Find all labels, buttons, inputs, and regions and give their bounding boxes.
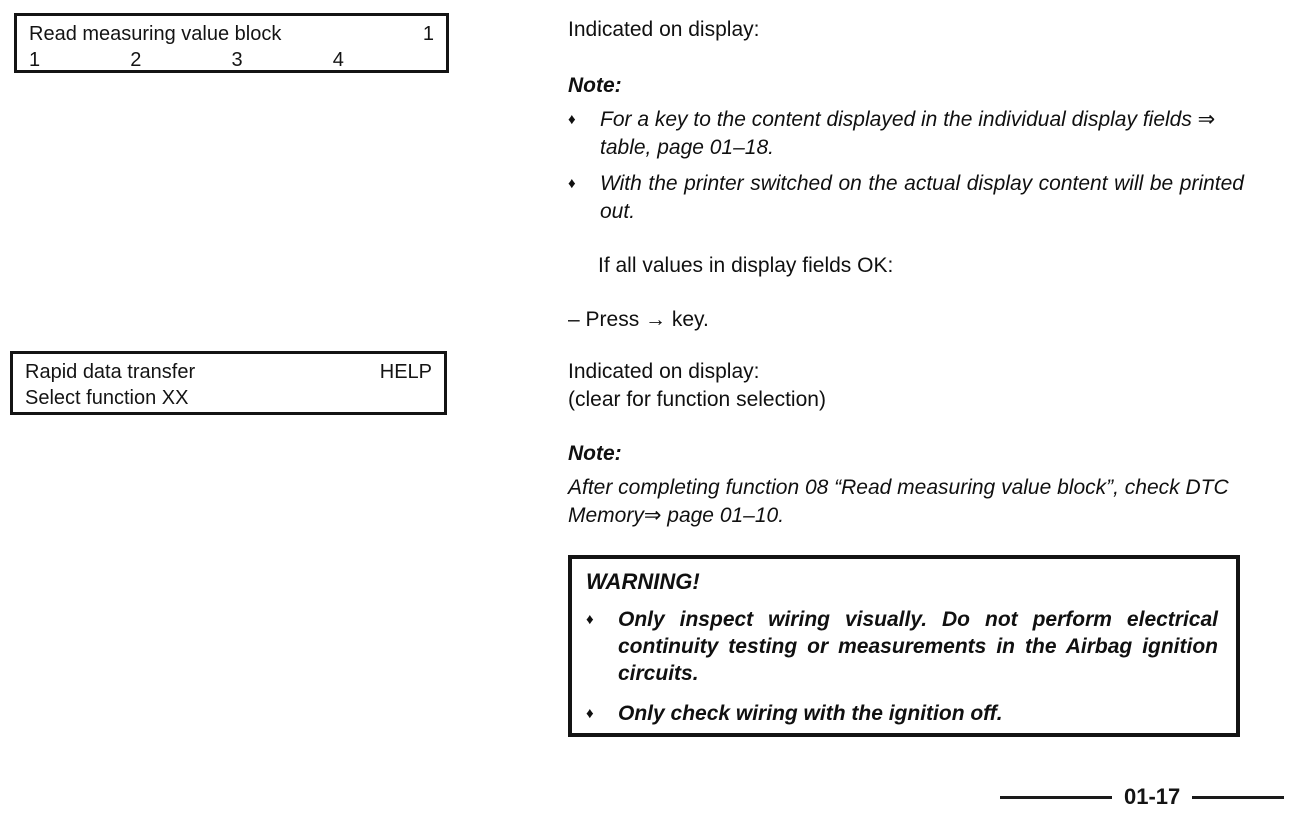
display-box1-fields: 1 2 3 4: [29, 47, 434, 73]
diamond-bullet-icon: ♦: [586, 611, 594, 628]
warning-bullet-2: ♦ Only check wiring with the ignition of…: [586, 700, 1222, 728]
display-field-2: 2: [130, 49, 142, 71]
display-field-4: 4: [332, 49, 344, 71]
page-number: 01-17: [1124, 784, 1181, 809]
note1-bullet-2-text: With the printer switched on the actual …: [600, 172, 1244, 223]
warning-bullet-1-text: Only inspect wiring visually. Do not per…: [618, 608, 1218, 685]
note2-text: After completing function 08 “Read measu…: [568, 476, 1229, 527]
note1-bullet-1: ♦ For a key to the content displayed in …: [568, 106, 1236, 162]
footer-rule-right: [1192, 795, 1285, 799]
note-label-1: Note:: [568, 74, 622, 97]
display-box2-row1: Rapid data transfer HELP: [25, 359, 432, 385]
indicated-on-display-2: Indicated on display: (clear for functio…: [568, 358, 1244, 414]
display-field-3: 3: [231, 49, 243, 71]
press-key-step: – Press → key.: [568, 308, 709, 331]
warning-bullet-1: ♦ Only inspect wiring visually. Do not p…: [586, 606, 1222, 687]
diamond-bullet-icon: ♦: [586, 705, 594, 722]
note-label-2: Note:: [568, 442, 622, 465]
display-box2-title: Rapid data transfer: [25, 361, 196, 383]
display-box2-help: HELP: [379, 361, 432, 383]
diamond-bullet-icon: ♦: [568, 111, 576, 128]
page-footer: 01-17: [1000, 784, 1285, 810]
warning-title: WARNING!: [586, 569, 700, 594]
display-box2-row2: Select function XX: [25, 387, 189, 409]
note1-bullet-2: ♦ With the printer switched on the actua…: [568, 170, 1244, 226]
footer-rule-left: [1000, 795, 1112, 799]
display-box-measuring-block: Read measuring value block 1 1 2 3 4: [14, 13, 449, 73]
display-field-1: 1: [29, 49, 41, 71]
display-box1-block-number: 1: [422, 23, 434, 45]
display-box1-row1: Read measuring value block 1: [29, 21, 434, 47]
note1-bullet-1-text: For a key to the content displayed in th…: [600, 108, 1216, 159]
display-box-rapid-data-transfer: Rapid data transfer HELP Select function…: [10, 351, 447, 415]
indicated-on-display-1: Indicated on display:: [568, 18, 760, 41]
if-values-ok-text: If all values in display fields OK:: [598, 254, 894, 277]
indicated-2-line1: Indicated on display:: [568, 360, 760, 383]
warning-box: WARNING! ♦ Only inspect wiring visually.…: [568, 555, 1240, 737]
display-box1-title: Read measuring value block: [29, 23, 282, 45]
warning-bullet-2-text: Only check wiring with the ignition off.: [618, 702, 1003, 725]
indicated-2-line2: (clear for function selection): [568, 388, 826, 411]
diamond-bullet-icon: ♦: [568, 175, 576, 192]
